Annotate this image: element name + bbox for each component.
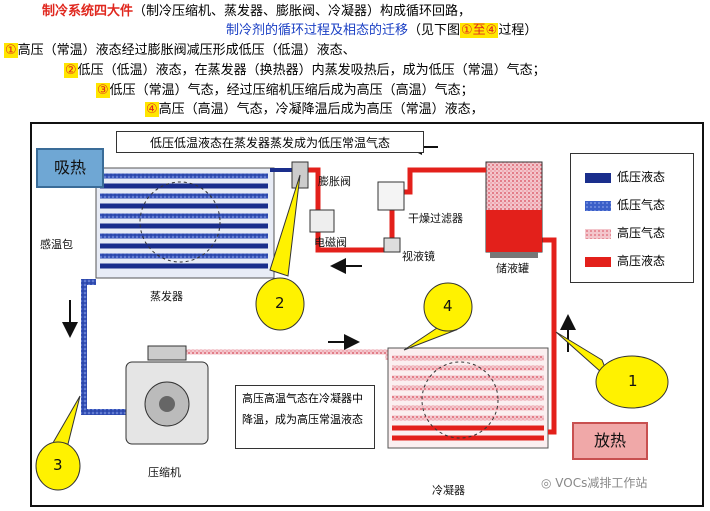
condenser-note: 高压高温气态在冷凝器中降温，成为高压常温液态: [235, 385, 375, 449]
callout-1-bubble: [595, 355, 669, 409]
callout-2-label: 2: [275, 294, 285, 312]
step-1: ①高压（常温）液态经过膨胀阀减压形成低压（低温）液态、: [4, 43, 356, 59]
callout-2-pointer: [269, 174, 301, 277]
header-see-below: （见下图: [408, 23, 461, 38]
wechat-icon: ◎: [541, 476, 556, 490]
legend-swatch: [585, 228, 611, 239]
label-filter-drier: 干燥过滤器: [408, 212, 463, 225]
watermark-text: VOCs减排工作站: [555, 476, 648, 490]
header-components: （制冷压缩机、蒸发器、膨胀阀、冷凝器）构成循环回路，: [133, 4, 472, 19]
step-1-number: ①: [4, 43, 18, 58]
sight-glass: [383, 237, 401, 253]
legend-item-low-pressure-liquid: 低压液态: [585, 170, 665, 184]
legend-item-high-pressure-liquid: 高压液态: [585, 254, 665, 268]
callout-3-bubble: [35, 441, 81, 491]
evaporator-note: 低压低温液态在蒸发器蒸发成为低压常温气态: [116, 131, 424, 153]
legend-swatch: [585, 256, 611, 267]
receiver-tank: [485, 161, 543, 258]
step-3: ③低压（常温）气态，经过压缩机压缩后成为高压（高温）气态；: [96, 83, 474, 99]
label-temp-bulb: 感温包: [40, 238, 73, 251]
callout-1-label: 1: [628, 372, 638, 390]
pipe-discharge: [165, 349, 391, 360]
step-2-text: 低压（低温）液态，在蒸发器（换热器）内蒸发吸热后，成为低压（常温）气态；: [77, 63, 546, 78]
step-3-number: ③: [96, 83, 110, 98]
absorb-heat-badge: 吸热: [36, 148, 104, 188]
evaporator-coil: [95, 167, 275, 279]
callout-3-label: 3: [53, 456, 63, 474]
solenoid-valve: [309, 209, 335, 233]
legend-swatch: [585, 200, 611, 211]
legend: 低压液态 低压气态 高压气态 高压液态: [570, 153, 694, 283]
compressor-icon: [125, 345, 209, 445]
step-2: ②低压（低温）液态，在蒸发器（换热器）内蒸发吸热后，成为低压（常温）气态；: [64, 63, 546, 79]
header-step-range: ①至④: [460, 23, 499, 38]
watermark: ◎ VOCs减排工作站: [538, 473, 651, 492]
step-4: ④高压（高温）气态，冷凝降温后成为高压（常温）液态，: [145, 102, 484, 118]
label-condenser: 冷凝器: [432, 484, 465, 497]
legend-label: 低压气态: [617, 198, 666, 212]
header-title: 制冷系统四大件: [42, 4, 134, 19]
label-compressor: 压缩机: [148, 466, 181, 479]
step-4-text: 高压（高温）气态，冷凝降温后成为高压（常温）液态，: [158, 102, 484, 117]
step-1-text: 高压（常温）液态经过膨胀阀减压形成低压（低温）液态、: [17, 43, 356, 58]
header-line-1: 制冷系统四大件（制冷压缩机、蒸发器、膨胀阀、冷凝器）构成循环回路，: [42, 4, 471, 20]
legend-item-high-pressure-gas: 高压气态: [585, 226, 665, 240]
evaporator-fan-icon: [139, 181, 221, 263]
label-expansion-valve: 膨胀阀: [318, 175, 351, 188]
pipe-liquid-return: [540, 237, 557, 435]
pipe-suction: [81, 279, 156, 415]
callout-2-bubble: [255, 277, 305, 331]
header-cycle-title: 制冷剂的循环过程及相态的迁移: [226, 23, 409, 38]
label-sight-glass: 视液镜: [402, 250, 435, 263]
pipe-liquid-line: [300, 167, 486, 253]
callout-4-bubble: [423, 282, 473, 332]
label-solenoid-valve: 电磁阀: [314, 236, 347, 249]
condenser-coil: [387, 347, 549, 449]
callout-4-label: 4: [443, 297, 453, 315]
header-line-2: 制冷剂的循环过程及相态的迁移（见下图①至④过程）: [226, 23, 537, 39]
condenser-fan-icon: [421, 361, 499, 439]
step-4-number: ④: [145, 102, 159, 117]
label-receiver: 储液罐: [496, 262, 529, 275]
legend-label: 高压气态: [617, 226, 666, 240]
legend-item-low-pressure-gas: 低压气态: [585, 198, 665, 212]
step-2-number: ②: [64, 63, 78, 78]
step-3-text: 低压（常温）气态，经过压缩机压缩后成为高压（高温）气态；: [109, 83, 474, 98]
label-evaporator: 蒸发器: [150, 290, 183, 303]
header-process: 过程）: [498, 23, 538, 38]
release-heat-badge: 放热: [572, 422, 648, 460]
filter-drier: [377, 181, 405, 211]
legend-swatch: [585, 172, 611, 183]
legend-label: 高压液态: [617, 254, 666, 268]
legend-label: 低压液态: [617, 170, 666, 184]
